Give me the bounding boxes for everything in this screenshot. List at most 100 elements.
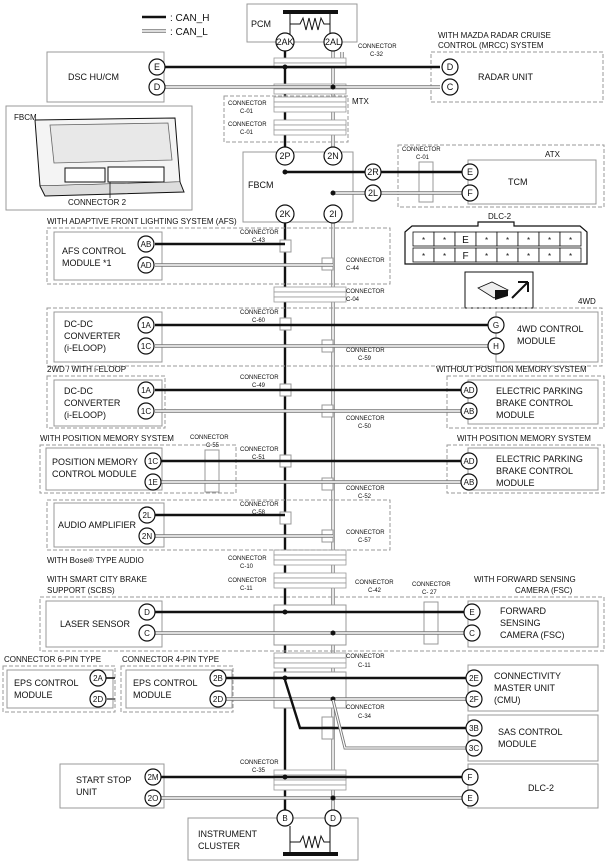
svg-text:CONNECTOR: CONNECTOR xyxy=(346,258,385,264)
audio-amp-label: AUDIO AMPLIFIER xyxy=(58,520,137,530)
cmu-label-3: (CMU) xyxy=(494,695,521,705)
dlc2-cell-label: * xyxy=(443,236,446,245)
epb1-label-2: BRAKE CONTROL xyxy=(496,398,573,408)
connector-c57: C-57 xyxy=(358,538,372,544)
dsc-label: DSC HU/CM xyxy=(68,72,119,82)
svg-text:AB: AB xyxy=(464,478,475,487)
4wd-title: 4WD xyxy=(578,297,596,306)
svg-text:CONNECTOR: CONNECTOR xyxy=(190,435,229,441)
4wd-module-label-2: MODULE xyxy=(517,336,556,346)
svg-text:E: E xyxy=(154,62,160,72)
sas-can-h xyxy=(283,679,466,730)
2wd-title: 2WD / WITH i-ELOOP xyxy=(47,365,126,374)
dlc2-connector-diagram: DLC-2 **E*******F***** xyxy=(404,212,588,309)
dsc-pin-e xyxy=(148,58,166,76)
start-stop-pin-2o xyxy=(144,789,162,807)
epb1-label-3: MODULE xyxy=(496,410,535,420)
svg-text:E: E xyxy=(467,794,472,803)
svg-text:2N: 2N xyxy=(142,532,152,541)
connector-c10: C-10 xyxy=(240,564,254,570)
afs-label-1: AFS CONTROL xyxy=(62,246,126,256)
4wd-module-label-1: 4WD CONTROL xyxy=(517,324,584,334)
atx-box xyxy=(397,144,605,208)
4wd-pin-g xyxy=(487,316,505,334)
scbs-title-2: SUPPORT (SCBS) xyxy=(47,586,115,595)
fbcm-pin-2n xyxy=(323,146,343,166)
svg-text:2D: 2D xyxy=(213,695,223,704)
epb1-box xyxy=(467,379,599,425)
cmu-pin-2e xyxy=(465,669,483,687)
svg-text:2O: 2O xyxy=(148,794,159,803)
svg-text:1C: 1C xyxy=(141,342,151,351)
start-stop-label-2: UNIT xyxy=(76,787,97,797)
svg-text:1A: 1A xyxy=(141,321,151,330)
dcdc2-label-1: DC-DC xyxy=(64,386,93,396)
svg-text:CONNECTOR: CONNECTOR xyxy=(346,416,385,422)
posmem-label-1: POSITION MEMORY xyxy=(52,457,138,467)
svg-text:AD: AD xyxy=(463,386,474,395)
svg-text:CONNECTOR: CONNECTOR xyxy=(228,101,267,107)
dcdc1-pin-1a xyxy=(137,316,155,334)
legend-can-l: : CAN_L xyxy=(170,27,208,38)
mtx-label: MTX xyxy=(352,97,370,106)
ic-resistor-icon xyxy=(290,834,330,849)
connector-c11: C-11 xyxy=(240,586,253,592)
legend: : CAN_H : CAN_L xyxy=(142,13,209,38)
eps4-pin-2d xyxy=(209,690,227,708)
svg-text:CONNECTOR: CONNECTOR xyxy=(240,310,279,316)
connector-c01b: C-01 xyxy=(240,130,254,136)
afs-pin-ad xyxy=(137,256,155,274)
with-memory-title-left: WITH POSITION MEMORY SYSTEM xyxy=(40,434,174,443)
with-memory-group-right xyxy=(446,444,605,494)
4wd-group xyxy=(46,307,603,367)
svg-text:AB: AB xyxy=(464,407,475,416)
eps4-pin-2b xyxy=(209,669,227,687)
svg-text:D: D xyxy=(447,62,454,72)
pcm-pin-2ak xyxy=(275,32,295,52)
connector-c42: C-42 xyxy=(368,588,382,594)
atx-label: ATX xyxy=(545,150,561,159)
svg-text:1C: 1C xyxy=(141,407,151,416)
scbs-title-1: WITH SMART CITY BRAKE xyxy=(47,575,147,584)
dlc2-cell-label: * xyxy=(506,252,509,261)
svg-text:1E: 1E xyxy=(148,478,158,487)
dcdc1-label-1: DC-DC xyxy=(64,319,93,329)
4wd-pin-h xyxy=(487,337,505,355)
svg-text:CONNECTOR: CONNECTOR xyxy=(346,654,385,660)
dlc2-cell-label: * xyxy=(422,236,425,245)
epb1-pin-ab xyxy=(460,402,478,420)
radar-unit-label: RADAR UNIT xyxy=(478,72,534,82)
svg-text:2P: 2P xyxy=(279,151,290,161)
eps6-title: CONNECTOR 6-PIN TYPE xyxy=(4,655,101,664)
fbcm-picture-title: FBCM xyxy=(14,113,37,122)
cmu-box xyxy=(467,664,599,712)
connector-c04: C-04 xyxy=(346,297,360,303)
dcdc1-label-2: CONVERTER xyxy=(64,331,121,341)
svg-text:2R: 2R xyxy=(367,167,379,177)
laser-sensor-label: LASER SENSOR xyxy=(60,619,131,629)
ic-terminator-bar xyxy=(283,852,338,856)
epb2-pin-ad xyxy=(460,452,478,470)
svg-text:2A: 2A xyxy=(93,674,103,683)
tcm-label: TCM xyxy=(508,177,528,187)
dlc2-cell-label: * xyxy=(506,236,509,245)
epb1-pin-ad xyxy=(460,381,478,399)
svg-text:H: H xyxy=(493,342,499,351)
fbcm-connector-picture: FBCM CONNECTOR 2 xyxy=(5,105,193,211)
radar-pin-c xyxy=(441,78,459,96)
svg-text:AD: AD xyxy=(140,261,151,270)
dlc2-cell-label: * xyxy=(569,252,572,261)
svg-text:E: E xyxy=(469,608,474,617)
fsc-box xyxy=(467,600,599,648)
without-memory-title: WITHOUT POSITION MEMORY SYSTEM xyxy=(436,365,587,374)
sas-pin-3c xyxy=(465,739,483,757)
afs-title: WITH ADAPTIVE FRONT LIGHTING SYSTEM (AFS… xyxy=(47,217,237,226)
instrument-cluster: INSTRUMENT CLUSTER B D xyxy=(187,809,359,861)
radar-pin-d xyxy=(441,58,459,76)
eps6-group xyxy=(2,665,116,713)
epb2-label-1: ELECTRIC PARKING xyxy=(496,454,583,464)
pcm-resistor-icon xyxy=(290,16,330,31)
connector-c59: C-59 xyxy=(358,356,372,362)
sas-label-1: SAS CONTROL xyxy=(498,727,563,737)
